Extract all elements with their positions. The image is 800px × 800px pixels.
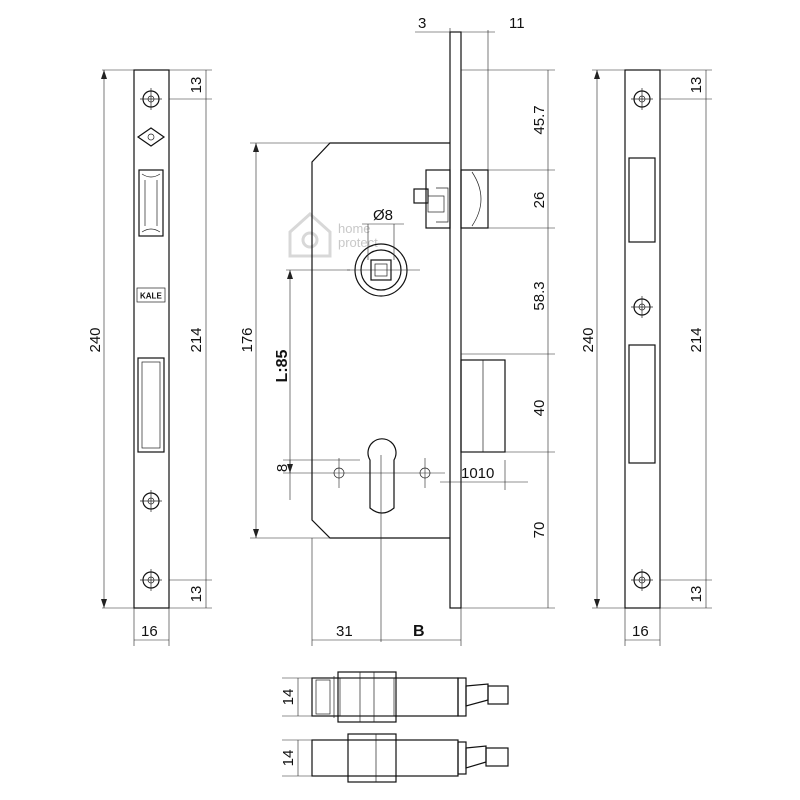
screw-hole-top bbox=[140, 88, 162, 110]
left-height-label: 240 bbox=[87, 327, 104, 352]
dead-bolt bbox=[460, 359, 506, 453]
cylinder-offset-label: 8 bbox=[274, 464, 291, 472]
right-dim-3: 58.3 bbox=[531, 281, 548, 310]
bolt-slot bbox=[137, 357, 165, 453]
right-height-label: 240 bbox=[580, 327, 597, 352]
backset-label: 31 bbox=[336, 623, 353, 640]
backset-b-label: B bbox=[413, 623, 425, 640]
latch-slot bbox=[138, 169, 164, 237]
right-strike-plate: 240 214 13 13 16 bbox=[580, 69, 712, 646]
right-top-offset-label: 13 bbox=[688, 77, 705, 94]
handle-distance-label: L:85 bbox=[274, 349, 291, 382]
cylinder-cutout bbox=[283, 438, 445, 642]
body-height-label: 176 bbox=[239, 327, 256, 352]
top-small-label: 3 bbox=[418, 15, 426, 32]
top-large-label: 11 bbox=[509, 15, 525, 32]
right-dim-4: 40 bbox=[531, 400, 548, 417]
brand-plate: KALE bbox=[136, 287, 166, 303]
watermark-line2: protect bbox=[338, 235, 378, 250]
strike-latch-opening bbox=[628, 157, 656, 243]
strike-screw-bottom bbox=[631, 569, 653, 591]
right-dim-5: 70 bbox=[531, 522, 548, 539]
logo-diamond bbox=[136, 127, 166, 147]
follower-hub: Ø8 bbox=[347, 207, 420, 297]
screw-hole-middle bbox=[140, 490, 162, 512]
right-dim-1: 45.7 bbox=[531, 105, 548, 134]
watermark-line1: home bbox=[338, 221, 371, 236]
brand-label: KALE bbox=[140, 292, 162, 301]
left-bottom-offset-label: 13 bbox=[188, 586, 205, 603]
strike-screw-middle bbox=[631, 296, 653, 318]
screw-hole-bottom bbox=[140, 569, 162, 591]
right-between-label: 214 bbox=[688, 327, 705, 352]
side-top-thickness-label: 14 bbox=[280, 689, 297, 706]
latch-bolt bbox=[413, 169, 489, 229]
lock-body-front: Ø8 176 L:85 8 bbox=[239, 15, 555, 646]
side-view-bottom: 14 bbox=[280, 733, 509, 783]
left-top-offset-label: 13 bbox=[188, 77, 205, 94]
side-view-top: 14 bbox=[280, 671, 509, 723]
left-width-label: 16 bbox=[141, 623, 158, 640]
left-between-label: 214 bbox=[188, 327, 205, 352]
strike-screw-top bbox=[631, 88, 653, 110]
side-bottom-thickness-label: 14 bbox=[280, 750, 297, 767]
right-dim-2: 26 bbox=[531, 192, 548, 209]
hub-diameter-label: Ø8 bbox=[373, 207, 393, 224]
left-faceplate: KALE 240 214 13 13 16 bbox=[87, 69, 212, 646]
right-bottom-offset-label: 13 bbox=[688, 586, 705, 603]
strike-bolt-opening bbox=[628, 344, 656, 464]
bolt-offsets-label: 1010 bbox=[461, 465, 494, 482]
right-width-label: 16 bbox=[632, 623, 649, 640]
